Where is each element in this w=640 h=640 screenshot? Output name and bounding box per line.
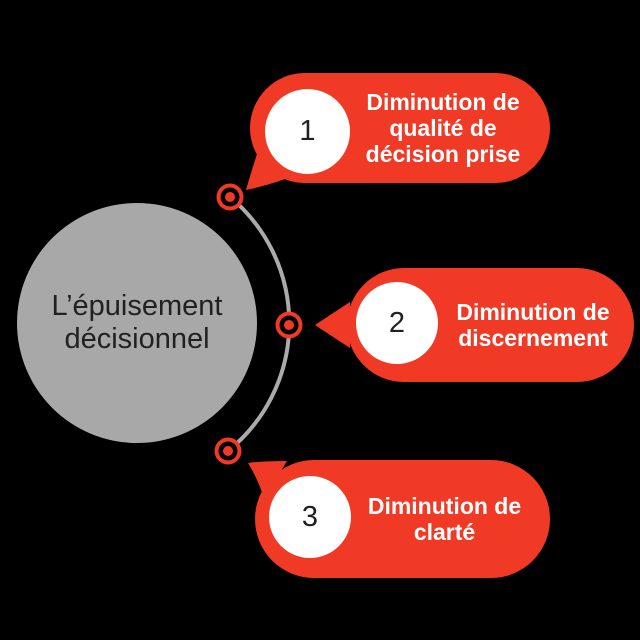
- bubble-tail-3: [248, 461, 287, 499]
- callout-label-1: Diminution de qualité de décision prise: [350, 73, 536, 183]
- callout-number-1: 1: [299, 115, 316, 147]
- callout-bubble-2: 2 Diminution de discernement: [347, 268, 634, 382]
- callout-number-badge-3: 3: [269, 476, 351, 558]
- node-marker-3: [214, 437, 242, 465]
- callout-label-1-line3: décision prise: [365, 141, 521, 167]
- callout-label-2-line1: Diminution de: [456, 299, 610, 325]
- bubble-tail-2: [315, 302, 350, 348]
- callout-label-2: Diminution de discernement: [438, 268, 628, 382]
- central-topic-title-line1: L’épuisement: [51, 290, 223, 322]
- callout-number-2: 2: [388, 306, 406, 339]
- callout-label-2-line2: discernement: [458, 325, 608, 351]
- node-marker-1: [216, 183, 244, 211]
- callout-number-badge-2: 2: [356, 282, 438, 364]
- callout-label-1-line1: Diminution de: [366, 89, 520, 115]
- callout-bubble-1: 1 Diminution de qualité de décision pris…: [250, 73, 550, 183]
- callout-bubble-3: 3 Diminution de clarté: [255, 460, 550, 578]
- callout-number-badge-1: 1: [265, 89, 350, 174]
- callout-label-3-line1: Diminution de: [367, 493, 522, 519]
- central-topic-title-line2: décisionnel: [64, 323, 210, 355]
- callout-label-3: Diminution de clarté: [351, 460, 538, 578]
- callout-number-3: 3: [301, 500, 319, 533]
- node-marker-2: [275, 311, 303, 339]
- central-topic-circle: L’épuisement décisionnel: [17, 203, 257, 443]
- callout-label-1-line2: qualité de: [389, 115, 497, 141]
- callout-label-3-line2: clarté: [413, 519, 476, 545]
